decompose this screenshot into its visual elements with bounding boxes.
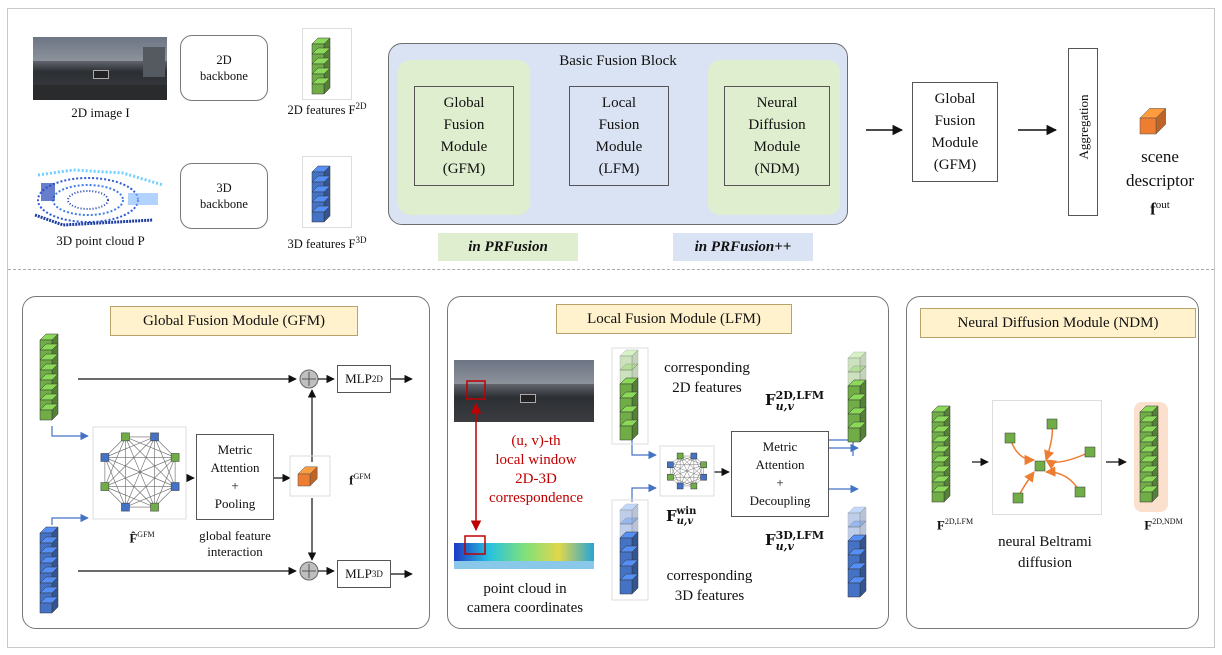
- features-2d-label: 2D features F2D: [287, 101, 367, 118]
- corr-3d-feature-stack: [619, 503, 639, 595]
- ndm-panel-title: Neural Diffusion Module (NDM): [920, 308, 1196, 338]
- features-2d-stack-frame: [302, 28, 352, 100]
- graph-node: [121, 502, 130, 512]
- in-prfusion-pp-tag: in PRFusion++: [673, 233, 813, 261]
- graph-node: [1084, 446, 1096, 458]
- graph-node: [690, 482, 698, 490]
- in-prfusion-tag: in PRFusion: [438, 233, 578, 261]
- gfm-fully-connected-graph: [100, 432, 180, 512]
- lfm-point-cloud-thumbnail: [454, 523, 594, 577]
- scene-descriptor-cube: [1139, 107, 1167, 135]
- graph-node: [667, 461, 674, 469]
- aggregation-box: Aggregation: [1068, 48, 1098, 216]
- ndm-input-stack: [931, 405, 951, 503]
- graph-node: [100, 482, 110, 491]
- backbone-3d-label: 3D backbone: [200, 181, 248, 211]
- graph-node: [150, 432, 159, 442]
- f-2d-lfm-stack: [847, 351, 867, 443]
- graph-node: [676, 482, 684, 490]
- backbone-2d-box: 2D backbone: [180, 35, 268, 101]
- backbone-3d-box: 3D backbone: [180, 163, 268, 229]
- image-2d-label: 2D image I: [71, 105, 130, 120]
- gfm-2d-feature-stack: [39, 333, 59, 421]
- graph-node: [150, 502, 159, 512]
- f-gfm-label: fGFM: [349, 472, 371, 488]
- lfm-panel-title: Local Fusion Module (LFM): [556, 304, 792, 334]
- graph-node: [100, 453, 110, 462]
- basic-fusion-block-title: Basic Fusion Block: [559, 53, 677, 69]
- graph-node: [170, 482, 180, 491]
- graph-node: [121, 432, 130, 442]
- lfm-window-graph: [667, 452, 707, 490]
- gfm-panel-title: Global Fusion Module (GFM): [110, 306, 358, 336]
- point-cloud-thumbnail: [33, 165, 167, 228]
- graph-node: [667, 473, 674, 481]
- backbone-2d-label: 2D backbone: [200, 53, 248, 83]
- graph-node: [700, 473, 707, 481]
- f-2d-ndm-output-label: F2D,NDM: [1144, 517, 1183, 533]
- features-2d-stack: [311, 37, 331, 95]
- graph-node: [690, 452, 698, 460]
- graph-center-node: [1034, 460, 1046, 472]
- f-2d-lfm-ndm-input-label: F2D,LFM: [936, 517, 974, 533]
- diffusion-graph-frame: [992, 400, 1102, 515]
- lfm-graph-frame: [659, 445, 715, 497]
- graph-node: [700, 461, 707, 469]
- f-hat-gfm-label: F̂GFM: [129, 530, 155, 546]
- graph-node: [1004, 432, 1016, 444]
- point-cloud-drawing: [34, 168, 164, 227]
- graph-node: [170, 453, 180, 462]
- ndm-highlight: [708, 60, 840, 215]
- figure-frame: [7, 8, 1215, 648]
- graph-node: [1012, 492, 1024, 504]
- features-3d-stack: [311, 165, 331, 223]
- features-3d-label: 3D features F3D: [287, 235, 367, 252]
- beltrami-diffusion-graph: [1004, 418, 1096, 504]
- point-cloud-label: 3D point cloud P: [56, 233, 145, 248]
- section-divider: [8, 269, 1214, 270]
- gfm-graph-frame: [92, 426, 187, 520]
- f-gfm-cube: [297, 466, 318, 487]
- window-2d-marker: [466, 380, 486, 400]
- features-3d-stack-frame: [302, 156, 352, 228]
- gfm-3d-feature-stack: [39, 526, 59, 614]
- corr-2d-feature-stack: [619, 349, 639, 441]
- gfm-highlight: [398, 60, 530, 215]
- image-2d-thumbnail: [33, 37, 167, 100]
- graph-node: [676, 452, 684, 460]
- window-3d-marker: [464, 535, 486, 555]
- f-3d-lfm-stack: [847, 506, 867, 598]
- ndm-output-stack: [1139, 405, 1159, 503]
- graph-node: [1046, 418, 1058, 430]
- graph-node: [1074, 486, 1086, 498]
